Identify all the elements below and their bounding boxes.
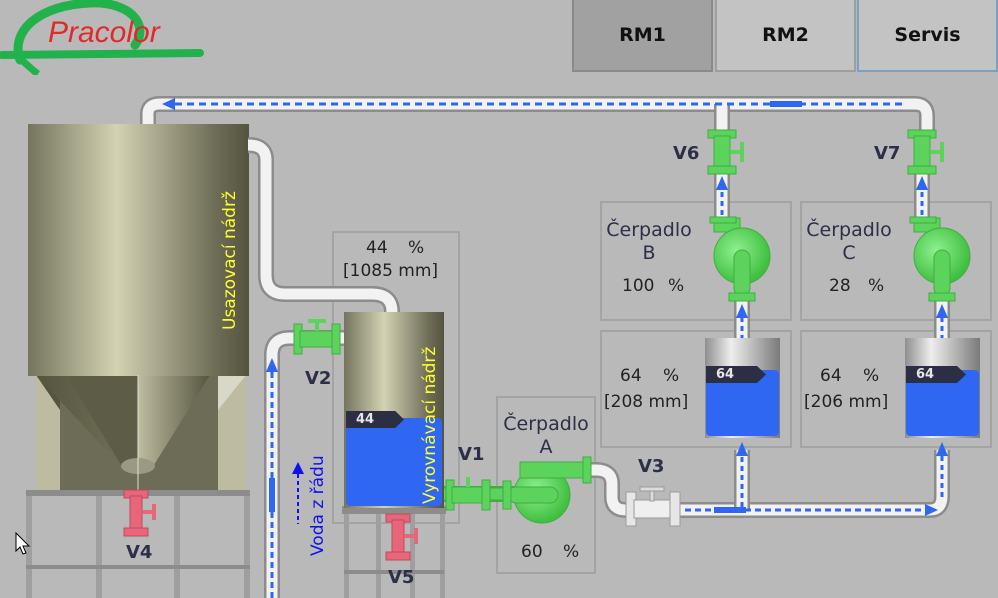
tank-b-level-tag: 64 — [706, 366, 766, 383]
tank-b-level-unit: % — [663, 366, 680, 386]
inlet-label: Voda z řádu — [308, 455, 328, 556]
tank-c-water — [906, 370, 979, 436]
tank-b-water — [706, 370, 779, 436]
valve-v6-icon[interactable] — [706, 128, 746, 176]
pump-c-name-line2: C — [842, 242, 856, 264]
valve-v4-label: V4 — [126, 542, 153, 563]
nav-button-rm2[interactable]: RM2 — [715, 0, 856, 72]
tank-c-level-tag: 64 — [906, 366, 966, 383]
pump-c-speed-unit: % — [868, 276, 885, 296]
return-pipe — [140, 96, 935, 130]
valve-v2-label: V2 — [305, 368, 332, 389]
valve-v7-label: V7 — [874, 143, 901, 164]
inlet-flow-arrow-icon — [292, 462, 304, 524]
valve-v5-label: V5 — [388, 567, 415, 588]
nav-button-rm2-label: RM2 — [762, 24, 809, 46]
valve-v5-icon[interactable] — [382, 512, 422, 562]
pump-c-speed: 28 — [829, 276, 851, 296]
nav-button-rm1-label: RM1 — [619, 24, 666, 46]
logo-text: Pracolor — [48, 16, 160, 49]
flow-arrow-left-icon — [162, 98, 175, 110]
pump-a-icon — [502, 456, 592, 524]
equalizing-level-tag: 44 — [346, 411, 404, 428]
tank-c-level-unit: % — [863, 366, 880, 386]
logo-swoosh-icon — [0, 0, 204, 75]
flow-arrow-up-icon — [266, 358, 278, 372]
pump-c-name: Čerpadlo C — [803, 219, 895, 265]
pump-a-name-line1: Čerpadlo — [503, 413, 589, 435]
nav-button-rm1[interactable]: RM1 — [572, 0, 713, 72]
nav-button-servis-label: Servis — [894, 24, 961, 46]
branch-pipes — [714, 170, 950, 340]
tank-c — [905, 338, 980, 438]
valve-v3-label: V3 — [638, 456, 665, 477]
pump-a-name-line2: A — [539, 436, 553, 458]
pump-b-icon — [709, 216, 771, 302]
equalizing-tank-water — [346, 418, 442, 506]
valve-v6-label: V6 — [673, 143, 700, 164]
tank-b-level-mm: [208 mm] — [604, 392, 689, 412]
mouse-cursor-icon — [15, 532, 31, 555]
pump-c-icon — [909, 216, 971, 302]
valve-v7-icon[interactable] — [906, 128, 946, 176]
pump-b-speed: 100 — [622, 276, 655, 296]
equalizing-tank-label: Vyrovnávací nádrž — [420, 346, 440, 504]
settling-tank-label: Usazovací nádrž — [220, 191, 240, 330]
equalizing-tank — [344, 312, 444, 508]
flow-arrow-right-icon — [925, 504, 938, 516]
settling-tank — [28, 124, 249, 490]
valve-v1-label: V1 — [458, 444, 485, 465]
pump-c-name-line1: Čerpadlo — [806, 219, 892, 241]
tank-c-panel — [800, 330, 992, 448]
pump-a-panel — [496, 396, 596, 574]
pump-b-name-line1: Čerpadlo — [606, 219, 692, 241]
tank-b — [705, 338, 780, 438]
pump-a-speed-unit: % — [563, 542, 580, 562]
pump-b-panel — [600, 201, 792, 321]
logo: Pracolor — [0, 0, 220, 75]
valve-v3-icon[interactable] — [622, 486, 684, 528]
pump-b-name-line2: B — [642, 242, 656, 264]
valve-v1-icon[interactable] — [444, 476, 494, 512]
pump-a-speed: 60 — [521, 542, 543, 562]
valve-v2-icon[interactable] — [290, 318, 346, 358]
valve-v4-icon[interactable] — [120, 488, 160, 538]
inlet-pipe — [264, 330, 345, 598]
pump-c-panel — [800, 201, 992, 321]
tank-c-level-mm: [206 mm] — [804, 392, 889, 412]
tank-b-level-percent: 64 — [620, 366, 642, 386]
equalizing-level-percent: 44 — [366, 238, 388, 258]
tank-c-level-percent: 64 — [820, 366, 842, 386]
transfer-pipe — [247, 137, 400, 313]
nav-button-servis[interactable]: Servis — [857, 0, 998, 72]
pump-b-speed-unit: % — [668, 276, 685, 296]
equalizing-level-mm: [1085 mm] — [343, 261, 439, 281]
pump-b-name: Čerpadlo B — [603, 219, 695, 265]
equalizing-level-unit: % — [408, 238, 425, 258]
equalizing-tank-stand — [342, 506, 446, 598]
tank-b-panel — [600, 330, 792, 448]
pump-a-name: Čerpadlo A — [500, 413, 592, 459]
